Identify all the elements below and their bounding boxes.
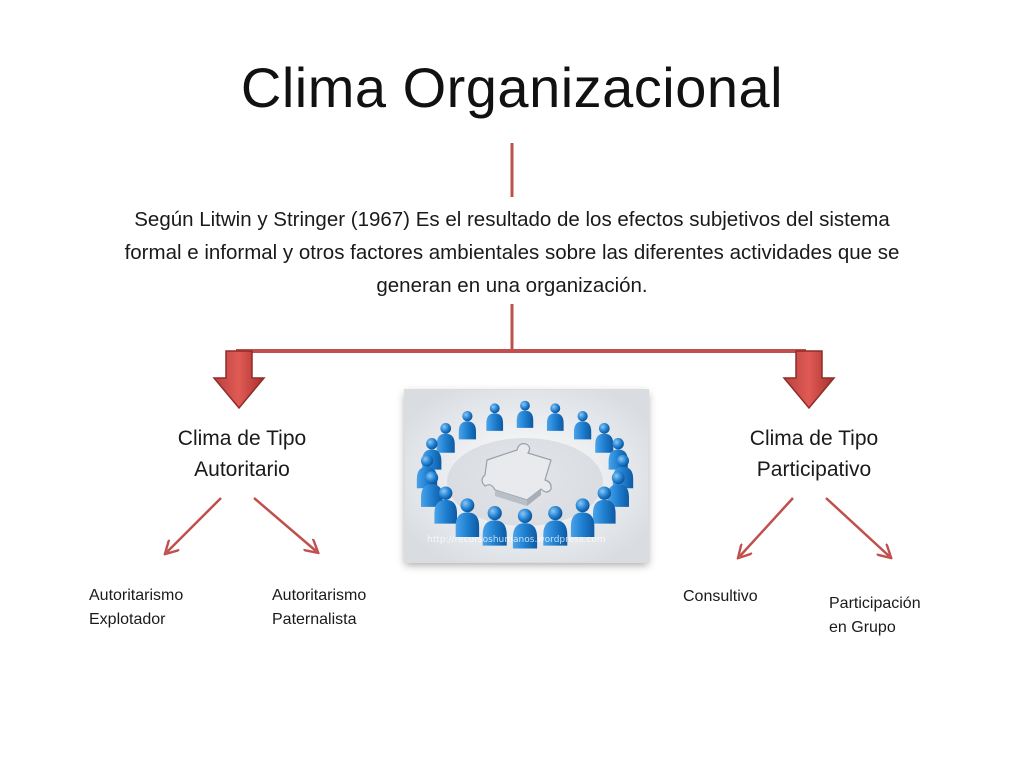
arrow-down-left-icon — [212, 350, 266, 410]
branch-title-participativo: Clima de Tipo Participativo — [749, 427, 879, 481]
people-circle-icon: http://recursoshumanos.wordpress.com — [405, 390, 648, 562]
page-title: Clima Organizacional — [240, 56, 784, 119]
leaf-consultivo: Consultivo — [683, 588, 758, 605]
arrow-participativo-grupo — [825, 497, 889, 556]
arrow-autoritario-explotador — [167, 497, 222, 552]
teamwork-image: http://recursoshumanos.wordpress.com — [405, 390, 648, 562]
person-figure-icon — [607, 471, 629, 507]
person-figure-icon — [512, 508, 538, 549]
person-figure-icon — [458, 411, 477, 440]
branch-title-autoritario: Clima de Tipo Autoritario — [177, 427, 307, 481]
person-figure-icon — [434, 486, 458, 524]
person-figure-icon — [486, 403, 504, 431]
arrow-down-right-icon — [782, 350, 836, 410]
arrow-participativo-consultivo — [740, 497, 794, 556]
person-figure-icon — [543, 506, 568, 546]
person-figure-icon — [570, 498, 595, 538]
person-figure-icon — [546, 403, 564, 431]
image-watermark: http://recursoshumanos.wordpress.com — [427, 535, 606, 545]
definition-text: Según Litwin y Stringer (1967) Es el res… — [124, 208, 900, 297]
person-figure-icon — [421, 471, 443, 507]
leaf-participacion-en-grupo: Participación en Grupo — [829, 595, 921, 636]
leaf-autoritarismo-paternalista: Autoritarismo Paternalista — [272, 587, 367, 628]
person-figure-icon — [482, 506, 507, 546]
person-figure-icon — [573, 411, 592, 440]
person-figure-icon — [595, 422, 614, 453]
person-figure-icon — [455, 498, 480, 538]
puzzle-piece-icon — [481, 443, 552, 506]
person-figure-icon — [436, 422, 455, 453]
leaf-autoritarismo-explotador: Autoritarismo Explotador — [89, 587, 184, 628]
person-figure-icon — [516, 400, 534, 428]
arrow-autoritario-paternalista — [253, 497, 316, 551]
person-figure-icon — [592, 486, 616, 524]
